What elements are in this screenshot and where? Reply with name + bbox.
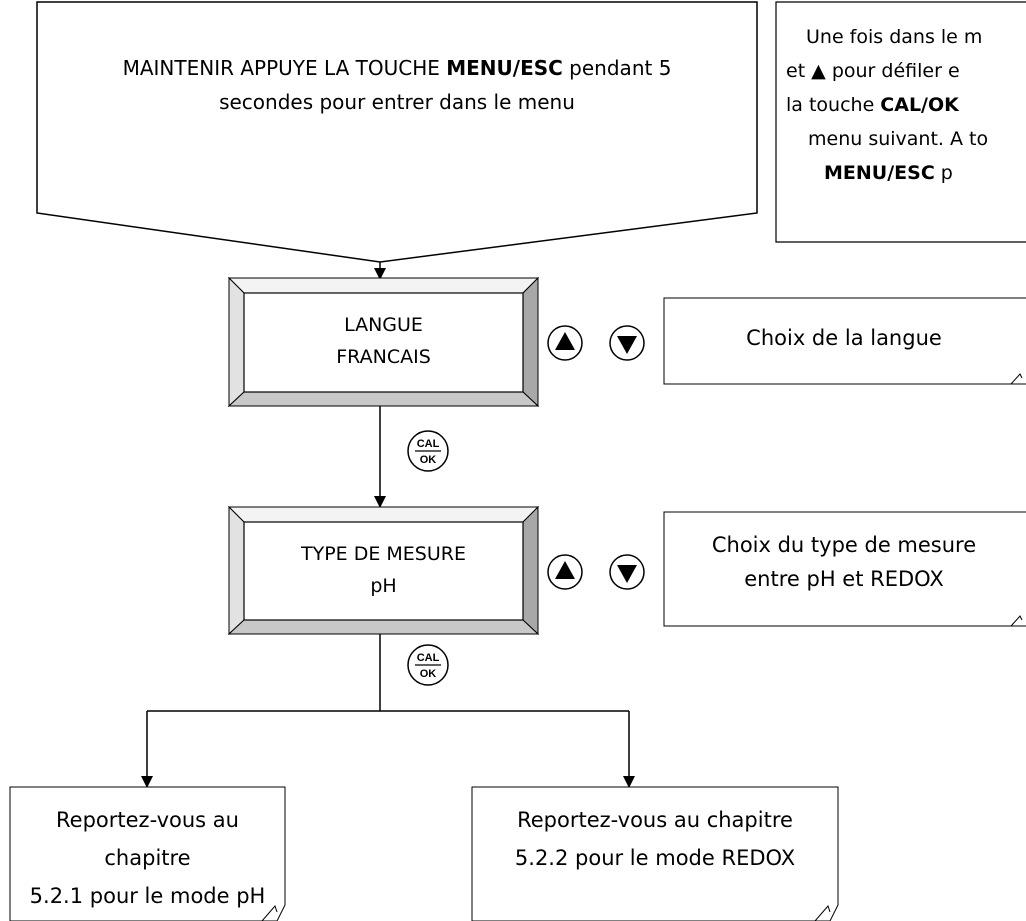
intro-callout-shape xyxy=(36,1,758,263)
langue-up-button[interactable] xyxy=(547,325,583,361)
arrowhead-langue xyxy=(374,268,386,280)
up-arrow-icon xyxy=(555,332,575,350)
up-arrow-icon xyxy=(555,561,575,579)
outcome-redox-line-1: Reportez-vous au chapitre xyxy=(517,808,793,832)
intro-line-1-prefix: MAINTENIR APPUYE LA TOUCHE xyxy=(122,56,447,80)
help-line-1: Une fois dans le m xyxy=(806,26,983,48)
mesure-box-text: TYPE DE MESURE pH xyxy=(244,538,523,602)
cal-ok-button-1[interactable]: CAL OK xyxy=(407,430,449,472)
help-line-3-prefix: la touche xyxy=(786,94,881,116)
arrowhead-ph xyxy=(141,776,153,788)
help-key-menu-esc: MENU/ESC xyxy=(824,162,935,184)
ok-label: OK xyxy=(420,668,437,680)
outcome-ph-line-2: 5.2.1 pour le mode pH xyxy=(29,884,266,908)
ok-label: OK xyxy=(420,454,437,466)
outcome-redox-shape xyxy=(471,786,839,921)
langue-value: FRANCAIS xyxy=(336,346,431,368)
langue-note-text: Choix de la langue xyxy=(664,321,1024,355)
mesure-value: pH xyxy=(370,575,397,597)
down-arrow-icon xyxy=(617,565,637,583)
cal-ok-button-2[interactable]: CAL OK xyxy=(407,644,449,686)
intro-callout-text: MAINTENIR APPUYE LA TOUCHE MENU/ESC pend… xyxy=(37,51,757,119)
outcome-redox-text: Reportez-vous au chapitre 5.2.2 pour le … xyxy=(472,801,838,877)
mesure-box xyxy=(227,505,540,636)
help-line-5: MENU/ESC p xyxy=(786,156,1026,190)
mesure-note-line-2: entre pH et REDOX xyxy=(744,567,944,591)
help-line-2: et ▲ pour défiler e xyxy=(786,60,960,82)
langue-note-line: Choix de la langue xyxy=(746,326,942,350)
arrowhead-mesure xyxy=(374,496,386,508)
mesure-note-line-1: Choix du type de mesure xyxy=(711,533,977,557)
intro-key-menu-esc: MENU/ESC xyxy=(446,56,563,80)
langue-box xyxy=(227,276,540,408)
langue-box-text: LANGUE FRANCAIS xyxy=(244,309,523,373)
mesure-up-button[interactable] xyxy=(547,554,583,590)
mesure-note-text: Choix du type de mesure entre pH et REDO… xyxy=(664,528,1024,596)
langue-down-button[interactable] xyxy=(609,325,645,361)
help-line-5-suffix: p xyxy=(934,162,953,184)
mesure-note-shape xyxy=(663,511,1026,627)
help-note-shape xyxy=(775,1,1026,243)
cal-label: CAL xyxy=(417,438,440,450)
help-key-cal-ok: CAL/OK xyxy=(880,94,959,116)
outcome-redox-line-2: 5.2.2 pour le mode REDOX xyxy=(514,846,796,870)
langue-note-shape xyxy=(663,297,1026,385)
langue-title: LANGUE xyxy=(344,314,423,336)
outcome-ph-line-1: Reportez-vous au chapitre xyxy=(56,808,239,870)
help-line-3: la touche CAL/OK xyxy=(786,88,1026,122)
cal-label: CAL xyxy=(417,652,440,664)
help-note-text: Une fois dans le m et ▲ pour défiler e l… xyxy=(786,20,1026,190)
arrowhead-redox xyxy=(623,776,635,788)
down-arrow-icon xyxy=(617,336,637,354)
help-line-4: menu suivant. A to xyxy=(808,128,989,150)
intro-line-1: MAINTENIR APPUYE LA TOUCHE MENU/ESC pend… xyxy=(37,51,757,85)
mesure-title: TYPE DE MESURE xyxy=(301,543,466,565)
outcome-ph-shape xyxy=(9,786,286,921)
intro-line-1-suffix: pendant 5 xyxy=(562,56,672,80)
mesure-down-button[interactable] xyxy=(609,554,645,590)
intro-line-2: secondes pour entrer dans le menu xyxy=(219,90,575,114)
outcome-ph-text: Reportez-vous au chapitre 5.2.1 pour le … xyxy=(10,801,285,915)
